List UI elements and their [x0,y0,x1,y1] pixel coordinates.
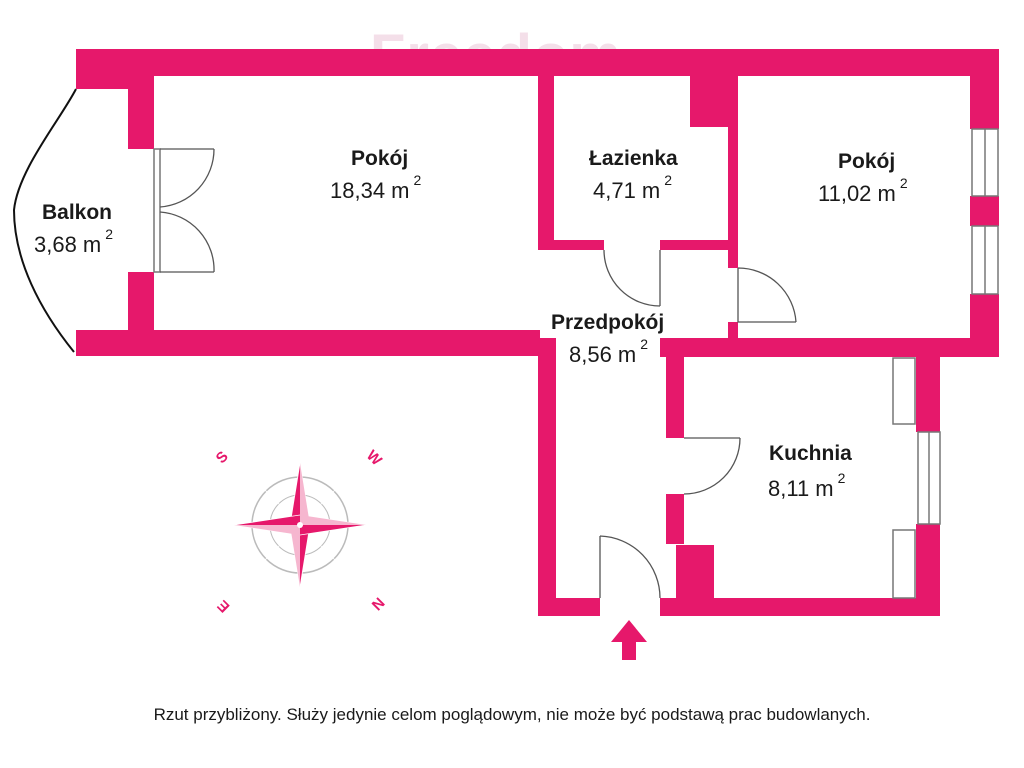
window-kitchen-upper [892,357,916,425]
wall-right-room-left-lower [728,322,738,342]
wall-corridor-left [538,338,556,616]
wall-bath-right [728,76,738,268]
wall-bath-bottom-right [660,240,738,250]
windows [153,128,999,599]
wall-right-room-bottom [660,338,999,357]
wall-left-top [76,49,128,89]
door-right-room [737,267,797,323]
wall-bath-left [538,76,554,248]
compass-rose [233,462,367,588]
compass-label-s: S [213,448,232,467]
door-bathroom [603,249,661,307]
room-name-bedroom: Pokój [838,150,896,173]
compass-star-highlights [234,463,366,587]
wall-kitchen-left-mid [666,494,684,544]
wall-bath-bottom-left [538,240,604,250]
room-name-living: Pokój [351,147,409,170]
wall-kitchen-top-right [920,338,940,358]
room-name-balcony: Balkon [42,201,113,224]
room-name-bathroom: Łazienka [589,147,678,170]
balcony-door-frame [153,148,161,273]
door-balcony-lower [159,211,215,273]
wall-kitchen-bottom [660,598,940,616]
door-balcony-upper [159,148,215,208]
wall-kitchen-corner [676,545,714,610]
wall-right-top [970,49,999,129]
wall-kitchen-right-lower [916,524,940,614]
balcony-outline [12,88,77,353]
arrow-up-icon [611,620,647,660]
room-name-hallway: Przedpokój [551,311,665,334]
room-name-kitchen: Kuchnia [769,442,852,465]
wall-top [76,49,999,76]
disclaimer-text: Rzut przybliżony. Służy jedynie celom po… [153,705,871,724]
wall-right-mid [970,196,999,226]
walls [76,49,999,616]
door-kitchen [683,437,741,495]
door-entrance [599,535,661,599]
window-kitchen-lower [892,529,916,599]
compass-label-n: N [368,594,388,614]
wall-living-bottom [76,330,540,356]
wall-left-upper [128,76,154,149]
wall-left-lower [128,272,154,338]
wall-corridor-bottom-left [538,598,600,616]
compass-label-e: E [214,597,233,616]
compass-label-w: W [363,447,386,470]
doors [159,148,797,599]
wall-kitchen-left-upper [666,338,684,438]
